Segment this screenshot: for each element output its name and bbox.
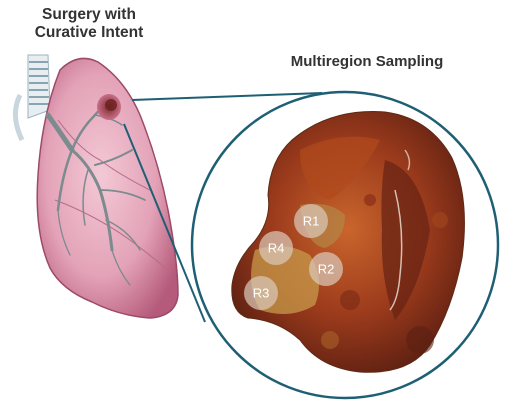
region-r2-label: R2	[318, 261, 335, 276]
region-r3-label: R3	[253, 285, 270, 300]
region-r1: R1	[294, 204, 328, 238]
region-r4-label: R4	[268, 240, 285, 255]
region-r2: R2	[309, 252, 343, 286]
region-r4: R4	[259, 231, 293, 265]
region-r1-label: R1	[303, 213, 320, 228]
region-r3: R3	[244, 276, 278, 310]
lung	[37, 58, 178, 318]
